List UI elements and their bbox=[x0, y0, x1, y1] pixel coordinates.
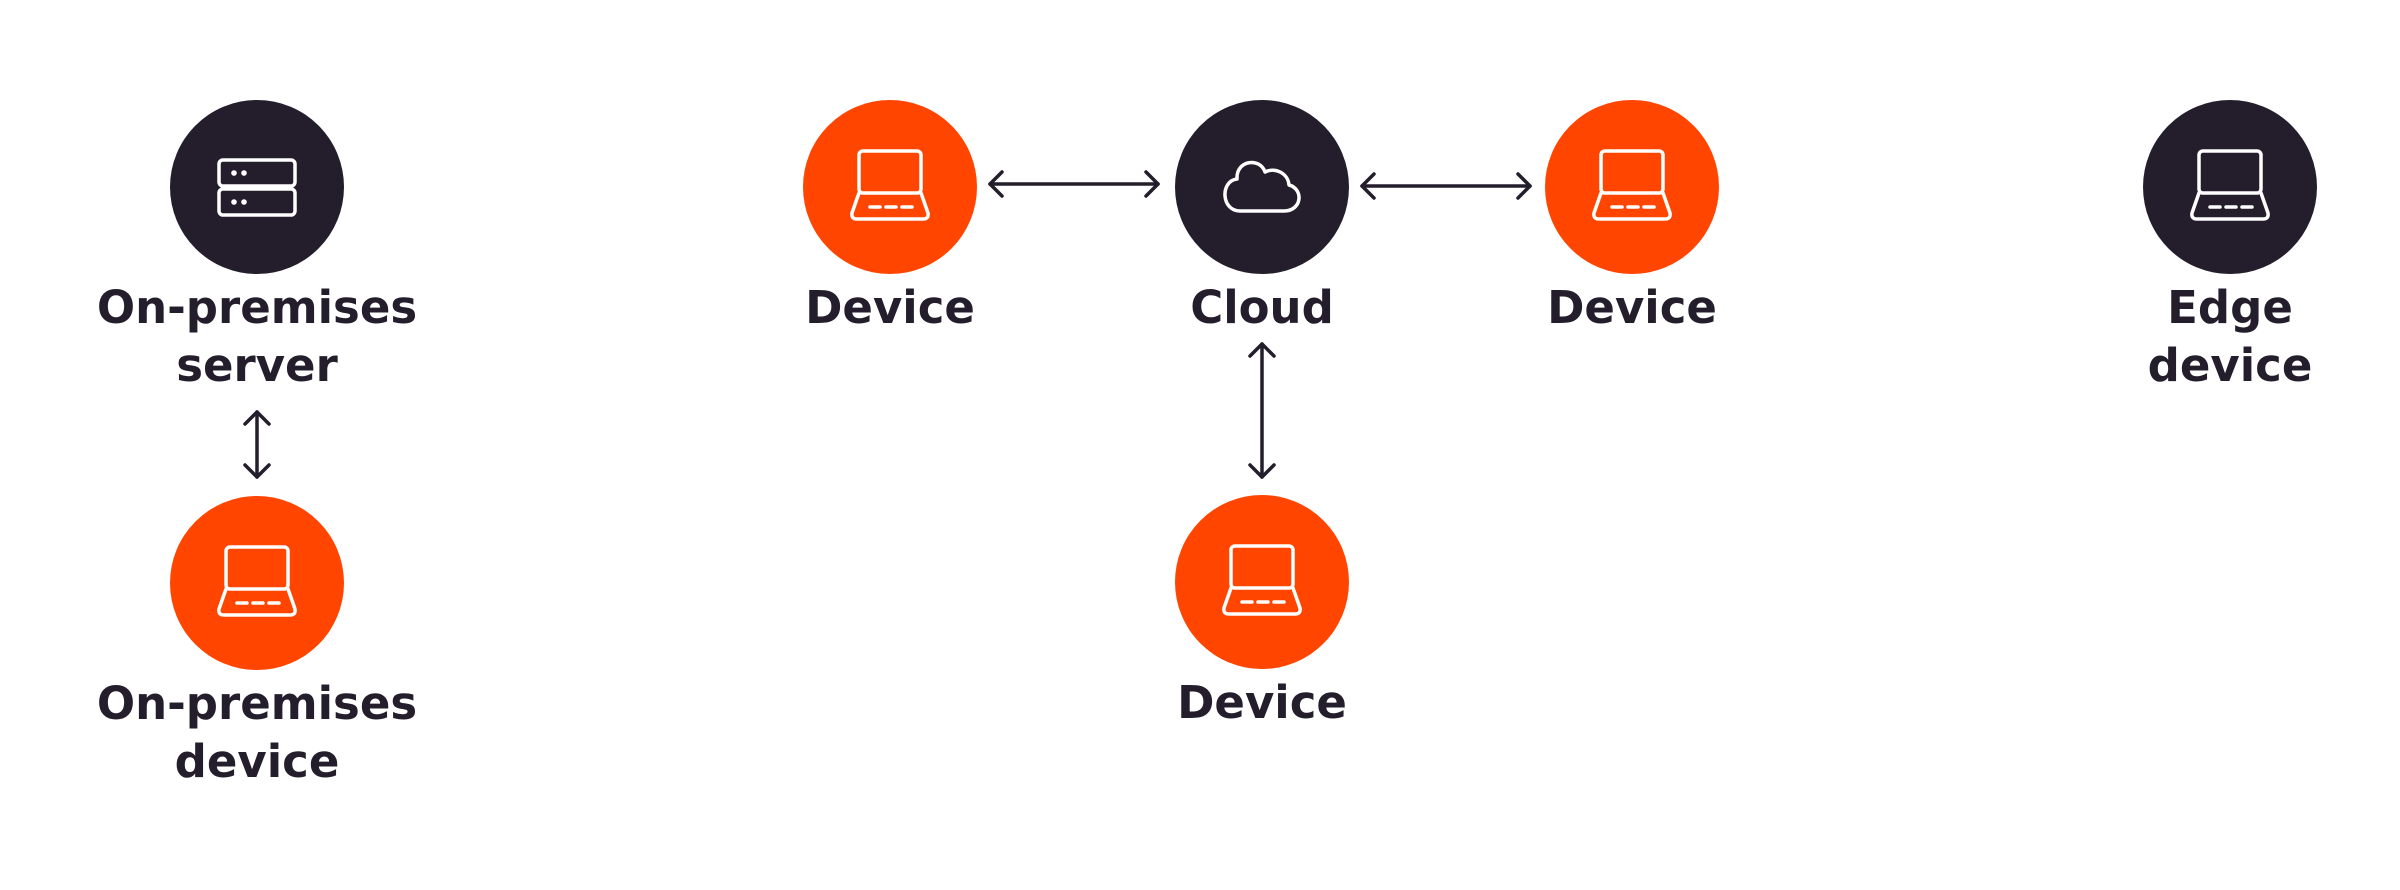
edge-device-circle bbox=[2143, 100, 2317, 274]
device-right-circle bbox=[1545, 100, 1719, 274]
node-device-left: Device bbox=[803, 100, 977, 334]
edge-device-label-line1: Edge bbox=[2167, 281, 2293, 334]
node-cloud: Cloud bbox=[1175, 100, 1349, 334]
onprem-device-circle bbox=[170, 496, 344, 670]
connector-cloud-device-bottom bbox=[1248, 342, 1276, 479]
cloud-circle bbox=[1175, 100, 1349, 274]
device-right-label: Device bbox=[1547, 281, 1717, 334]
connector-device-left-cloud bbox=[988, 170, 1160, 198]
edge-device-label-line2: device bbox=[2148, 339, 2313, 392]
device-left-circle bbox=[803, 100, 977, 274]
node-device-right: Device bbox=[1545, 100, 1719, 334]
cloud-label: Cloud bbox=[1190, 281, 1334, 334]
device-bottom-label: Device bbox=[1177, 676, 1347, 729]
onprem-device-label-line1: On-premises bbox=[97, 677, 417, 730]
connector-cloud-device-right bbox=[1360, 172, 1532, 200]
cloud-icon bbox=[1223, 160, 1301, 213]
node-edge-device: Edge device bbox=[2143, 100, 2317, 392]
server-icon bbox=[217, 158, 297, 217]
onprem-device-label-line2: device bbox=[175, 735, 340, 788]
device-left-label: Device bbox=[805, 281, 975, 334]
device-bottom-circle bbox=[1175, 495, 1349, 669]
onprem-server-label-line1: On-premises bbox=[97, 281, 417, 334]
node-device-bottom: Device bbox=[1175, 495, 1349, 729]
node-onprem-device: On-premises device bbox=[97, 496, 417, 788]
node-onprem-server: On-premises server bbox=[97, 100, 417, 392]
connector-server-onprem-device bbox=[243, 410, 271, 479]
onprem-server-label-line2: server bbox=[176, 339, 338, 392]
